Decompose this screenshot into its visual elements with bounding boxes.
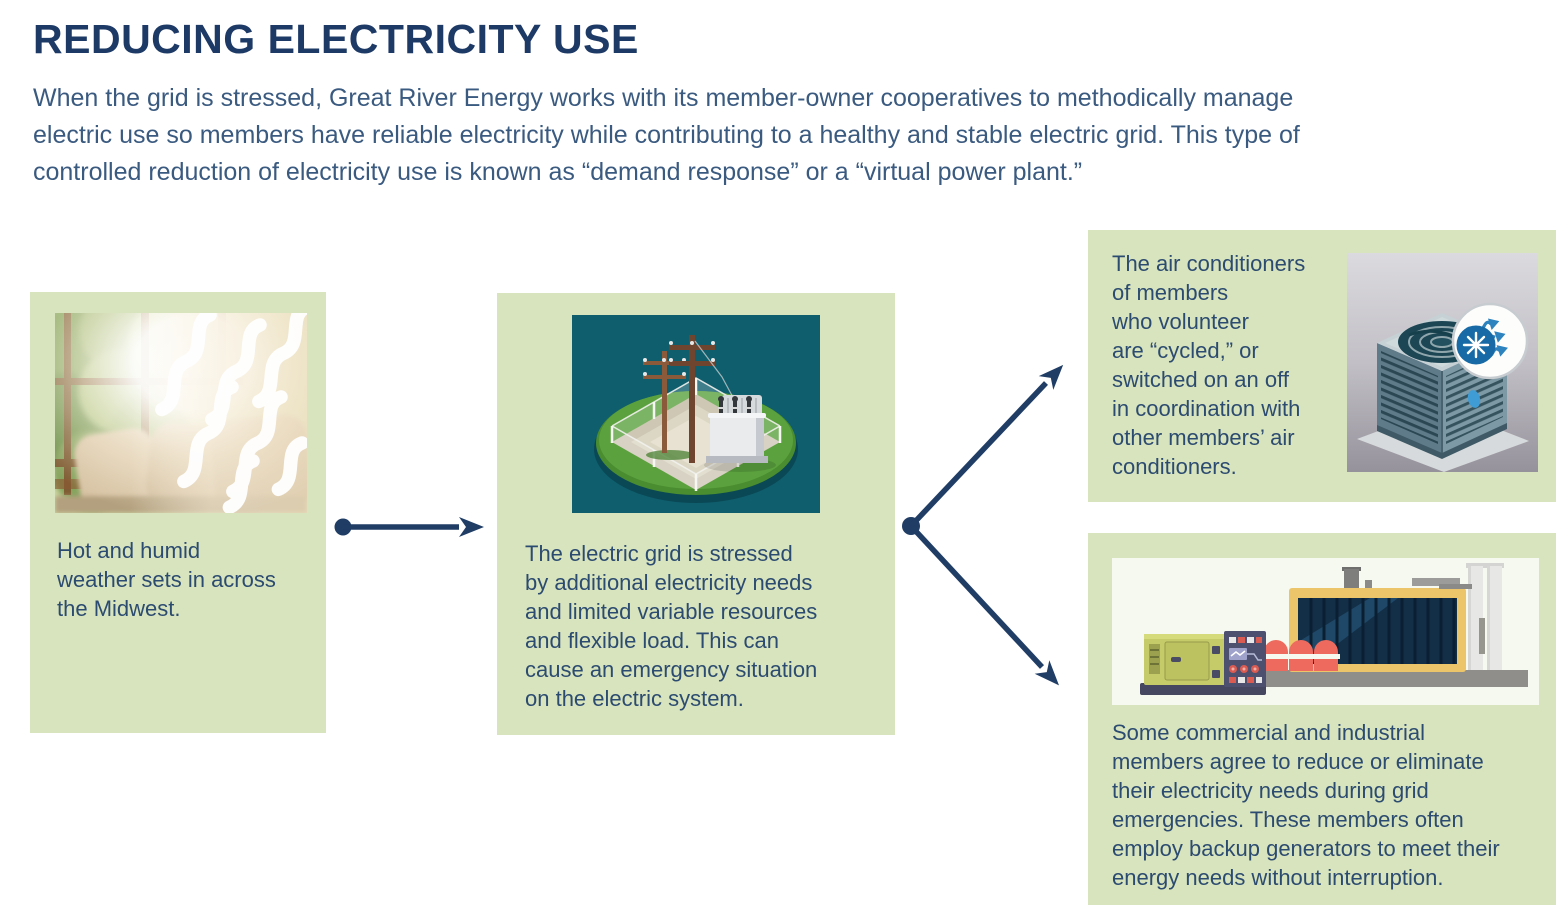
page-title: REDUCING ELECTRICITY USE xyxy=(33,16,639,62)
card-commercial-industrial: Some commercial and industrial members a… xyxy=(1088,533,1556,905)
substation-illustration xyxy=(572,315,820,513)
rooftop-units xyxy=(1342,567,1472,589)
flow-arrow-start-dot xyxy=(334,518,352,536)
backup-generator xyxy=(1140,631,1266,695)
generator-facility-illustration xyxy=(1140,563,1528,695)
snowflake-icon xyxy=(1462,331,1490,359)
intro-paragraph: When the grid is stressed, Great River E… xyxy=(33,84,1300,186)
facility-panel xyxy=(1112,558,1539,705)
arrow-grid-to-commercial xyxy=(908,524,1060,686)
cooling-cycle-badge xyxy=(1451,302,1529,380)
branch-point-dot xyxy=(902,517,920,535)
card-air-conditioners: The air conditioners of members who volu… xyxy=(1088,230,1556,502)
air-conditioner-illustration xyxy=(1347,253,1538,472)
arrow-grid-to-ac xyxy=(909,364,1064,528)
card-hot-weather-caption: Hot and humid weather sets in across the… xyxy=(57,538,276,621)
sunlit-window-photo xyxy=(55,313,307,513)
card-grid-stressed: The electric grid is stressed by additio… xyxy=(497,293,895,735)
silos xyxy=(1466,563,1504,670)
card-air-conditioners-caption: The air conditioners of members who volu… xyxy=(1112,251,1306,479)
utility-poles xyxy=(643,335,736,463)
card-commercial-industrial-caption: Some commercial and industrial members a… xyxy=(1112,720,1500,890)
transformer xyxy=(704,395,776,472)
card-hot-weather: Hot and humid weather sets in across the… xyxy=(30,292,326,733)
heat-waves-icon xyxy=(155,313,307,513)
ground-platform xyxy=(1258,670,1528,687)
fuel-tanks xyxy=(1262,640,1340,671)
card-grid-stressed-caption: The electric grid is stressed by additio… xyxy=(525,541,818,711)
